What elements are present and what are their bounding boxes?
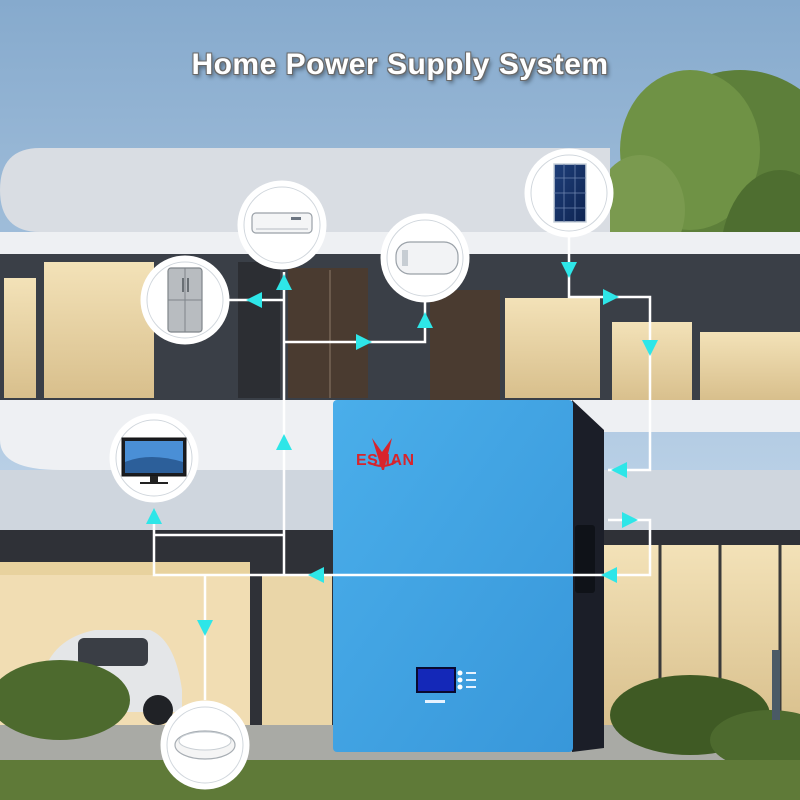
arrow-to-heater-right (356, 334, 372, 350)
node-refrigerator (140, 255, 230, 345)
node-ceiling-light (160, 700, 250, 790)
arrow-bus-left (308, 567, 324, 583)
house-upper-floor (0, 148, 800, 402)
arrow-to-ac (276, 274, 292, 290)
arrow-to-heater-up (417, 312, 433, 328)
solar-panel-icon (553, 163, 587, 223)
arrow-battery-out (601, 567, 617, 583)
eshan-logo-mark (367, 438, 397, 470)
water-heater-icon (395, 241, 459, 275)
node-television (109, 413, 199, 503)
node-solar-panel (524, 148, 614, 238)
page-title: Home Power Supply System (191, 48, 609, 81)
arrow-to-battery (611, 462, 627, 478)
arrow-to-tv (146, 508, 162, 524)
refrigerator-icon (167, 267, 203, 333)
ceiling-light-icon (174, 730, 236, 760)
arrow-solar-down (561, 262, 577, 278)
brand-logo-text: ESHAN (356, 452, 415, 469)
battery-display (416, 667, 456, 693)
arrow-solar-down-2 (642, 340, 658, 356)
node-air-conditioner (237, 180, 327, 270)
arrow-from-battery (622, 512, 638, 528)
arrow-up-riser (276, 434, 292, 450)
arrow-to-light (197, 620, 213, 636)
arrow-to-fridge (246, 292, 262, 308)
air-conditioner-icon (251, 212, 313, 234)
tv-icon (121, 437, 187, 484)
arrow-solar-right (603, 289, 619, 305)
flow-arrows (146, 262, 658, 636)
ground-plants (0, 650, 800, 800)
node-water-heater (380, 213, 470, 303)
